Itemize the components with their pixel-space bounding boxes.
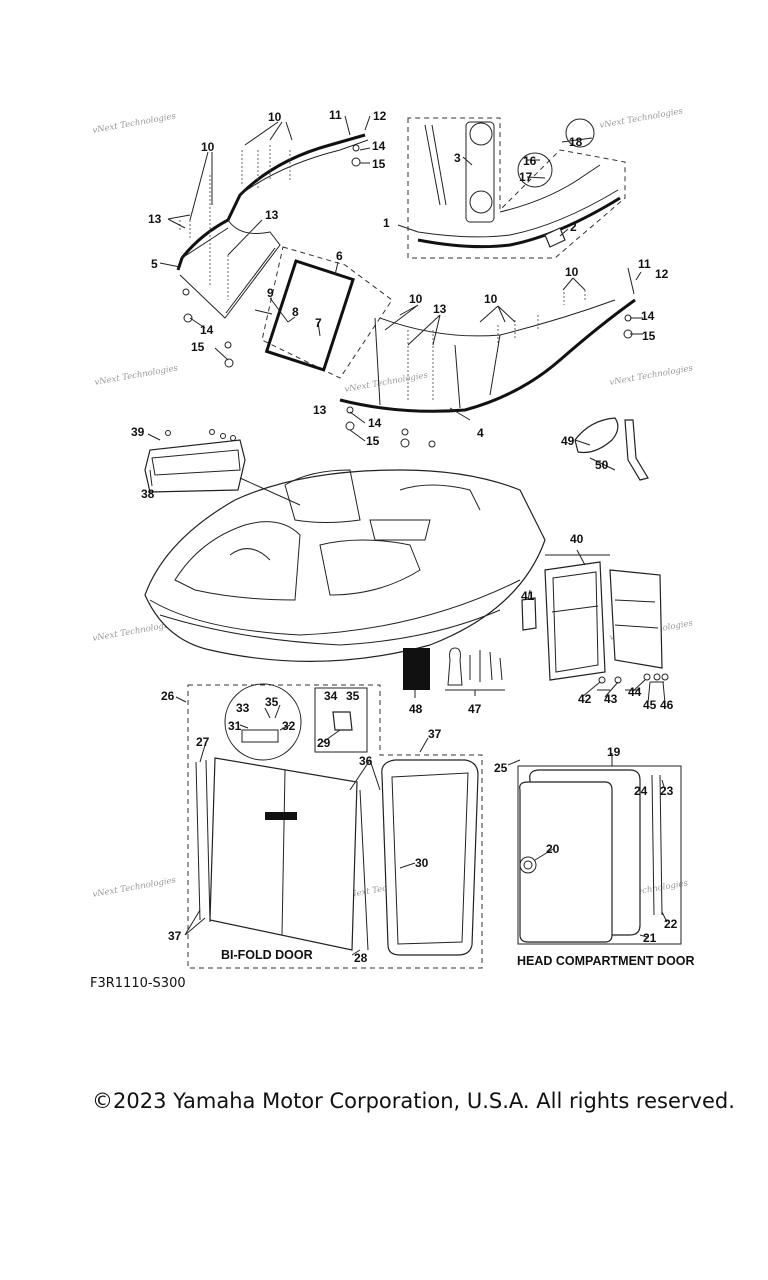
callout-22: 22	[664, 917, 678, 931]
watermark: vNext Technologies	[92, 111, 178, 136]
callout-47: 47	[468, 702, 482, 716]
callout-numbers: 1 2 3 4 5 6 7 8 9 10 10 10 10 10 11 11 1…	[131, 108, 678, 965]
callout-14: 14	[368, 416, 382, 430]
grab-rail-detail	[407, 117, 626, 259]
callout-10: 10	[201, 140, 215, 154]
callout-42: 42	[578, 692, 592, 706]
diagram-code: F3R1110-S300	[90, 976, 186, 991]
door-handle	[265, 812, 297, 820]
callout-1: 1	[383, 216, 390, 230]
hatch-38	[144, 429, 301, 506]
callout-49: 49	[561, 434, 575, 448]
callout-31: 31	[228, 719, 242, 733]
callout-14: 14	[372, 139, 386, 153]
callout-48: 48	[409, 702, 423, 716]
callout-30: 30	[415, 856, 429, 870]
callout-12: 12	[373, 109, 387, 123]
watermark: vNext Technologies	[599, 106, 685, 131]
callout-50: 50	[595, 458, 609, 472]
watermark: vNext Technologies	[92, 875, 178, 900]
callout-10: 10	[565, 265, 579, 279]
leader-lines	[147, 115, 668, 956]
callout-45: 45	[643, 698, 657, 712]
callout-40: 40	[570, 532, 584, 546]
callout-38: 38	[141, 487, 155, 501]
callout-41: 41	[521, 589, 535, 603]
callout-27: 27	[196, 735, 210, 749]
copyright-notice: ©2023 Yamaha Motor Corporation, U.S.A. A…	[92, 1089, 735, 1113]
callout-24: 24	[634, 784, 648, 798]
callout-11: 11	[329, 108, 342, 122]
callout-20: 20	[546, 842, 560, 856]
callout-8: 8	[292, 305, 299, 319]
bi-fold-door-section	[187, 683, 483, 969]
callout-21: 21	[643, 931, 657, 945]
callout-5: 5	[151, 257, 158, 271]
callout-33: 33	[236, 701, 250, 715]
callout-11: 11	[638, 257, 651, 271]
callout-15: 15	[366, 434, 380, 448]
callout-7: 7	[315, 316, 322, 330]
callout-26: 26	[161, 689, 175, 703]
callout-14: 14	[641, 309, 655, 323]
cabinet-40-41	[521, 554, 669, 691]
callout-32: 32	[282, 719, 296, 733]
callout-17: 17	[519, 170, 533, 184]
callout-37: 37	[168, 929, 182, 943]
callout-12: 12	[655, 267, 669, 281]
kit-47-48	[403, 647, 505, 691]
callout-3: 3	[454, 151, 461, 165]
callout-19: 19	[607, 745, 621, 759]
part-48-block	[403, 648, 430, 690]
callout-15: 15	[642, 329, 656, 343]
windshield-right	[339, 298, 636, 413]
callout-35: 35	[265, 695, 279, 709]
callout-10: 10	[484, 292, 498, 306]
callout-25: 25	[494, 761, 508, 775]
callout-35: 35	[346, 689, 360, 703]
callout-10: 10	[268, 110, 282, 124]
callout-28: 28	[354, 951, 368, 965]
parts-diagram: vNext Technologies vNext Technologies vN…	[92, 106, 695, 969]
callout-16: 16	[523, 154, 537, 168]
callout-39: 39	[131, 425, 145, 439]
windshield-center	[254, 246, 393, 379]
callout-2: 2	[570, 220, 577, 234]
callout-6: 6	[336, 249, 343, 263]
callout-43: 43	[604, 692, 618, 706]
callout-29: 29	[317, 736, 331, 750]
caption-bi-fold-door: BI-FOLD DOOR	[221, 948, 313, 962]
callout-13: 13	[148, 212, 162, 226]
callout-15: 15	[372, 157, 386, 171]
callout-23: 23	[660, 784, 674, 798]
fasteners	[179, 144, 633, 448]
callout-9: 9	[267, 286, 274, 300]
watermark: vNext Technologies	[94, 363, 180, 388]
callout-36: 36	[359, 754, 373, 768]
callout-15: 15	[191, 340, 205, 354]
callout-13: 13	[433, 302, 447, 316]
callout-18: 18	[569, 135, 583, 149]
callout-13: 13	[313, 403, 327, 417]
boat-hull	[144, 469, 546, 662]
callout-44: 44	[628, 685, 642, 699]
head-compartment-section	[517, 765, 682, 945]
callout-14: 14	[200, 323, 214, 337]
callout-13: 13	[265, 208, 279, 222]
mirror-49-50	[574, 417, 649, 481]
callout-4: 4	[477, 426, 484, 440]
callout-37: 37	[428, 727, 442, 741]
caption-head-compartment-door: HEAD COMPARTMENT DOOR	[517, 954, 695, 968]
callout-34: 34	[324, 689, 338, 703]
callout-10: 10	[409, 292, 423, 306]
watermark: vNext Technologies	[344, 370, 430, 395]
callout-46: 46	[660, 698, 674, 712]
watermark: vNext Technologies	[609, 363, 695, 388]
